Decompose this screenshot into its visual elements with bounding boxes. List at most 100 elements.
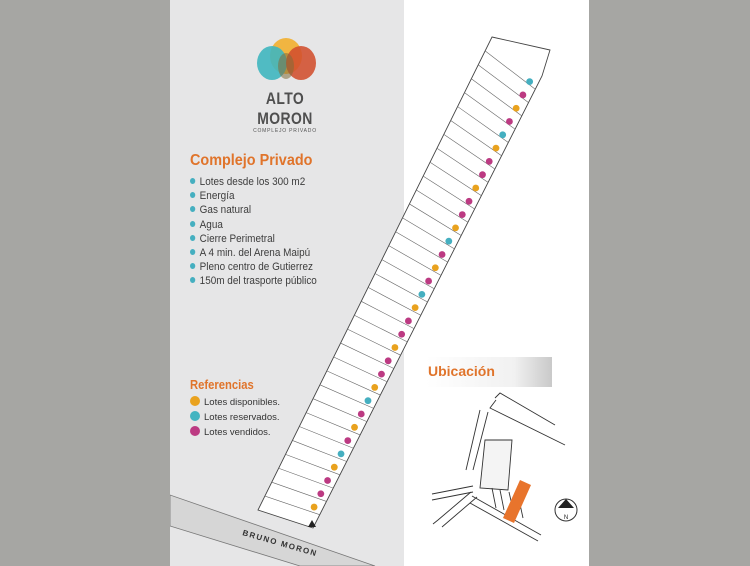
- bullet-dot-icon: [190, 277, 196, 284]
- feature-item: Energía: [190, 189, 317, 203]
- legend-swatch-icon: [190, 426, 200, 436]
- bullet-dot-icon: [190, 178, 196, 184]
- lot-marker: [465, 197, 473, 205]
- lot-marker: [324, 477, 331, 484]
- lot-marker: [499, 131, 507, 139]
- lot-marker: [317, 490, 325, 498]
- feature-label: 150m del trasporte público: [199, 275, 317, 288]
- legend-swatch-icon: [190, 411, 200, 421]
- lot-divider: [443, 134, 496, 170]
- lot-divider: [367, 287, 421, 316]
- highlighted-lot: [503, 480, 531, 523]
- lot-marker: [364, 397, 372, 405]
- legend-swatch-icon: [190, 396, 200, 406]
- lot-divider: [278, 467, 334, 489]
- legend-label: Lotes reservados.: [204, 412, 280, 423]
- lot-divider: [271, 481, 327, 502]
- lot-divider: [264, 495, 320, 515]
- legend-label: Lotes disponibles.: [204, 397, 281, 408]
- lot-divider: [361, 301, 415, 329]
- feature-label: A 4 min. del Arena Maipú: [199, 246, 311, 259]
- brand-name: ALTO MORON: [257, 89, 313, 128]
- logo-emblem-icon: [257, 38, 316, 80]
- lot-marker: [472, 184, 480, 192]
- legend-item: Lotes disponibles.: [190, 395, 280, 410]
- lot-divider: [340, 342, 394, 369]
- lot-marker: [404, 317, 412, 325]
- lot-marker: [330, 463, 338, 471]
- lot-divider: [312, 398, 367, 422]
- lot-divider: [402, 217, 455, 250]
- feature-label: Cierre Perimetral: [199, 232, 275, 245]
- lot-divider: [299, 426, 354, 449]
- feature-label: Lotes desde los 300 m2: [199, 176, 306, 188]
- lot-marker: [519, 91, 527, 99]
- feature-item: Cierre Perimetral: [190, 232, 317, 246]
- legend-section: Referencias Lotes disponibles.Lotes rese…: [190, 378, 280, 440]
- lot-marker: [357, 410, 365, 418]
- brochure-sheet: BRUNO MORON N: [170, 0, 589, 566]
- lot-marker: [425, 277, 433, 285]
- lot-marker: [398, 330, 406, 338]
- lot-marker: [438, 251, 446, 258]
- lot-divider: [326, 370, 381, 396]
- svg-text:N: N: [564, 515, 568, 521]
- lot-marker: [506, 118, 513, 125]
- feature-item: Pleno centro de Gutierrez: [190, 260, 317, 274]
- bullet-dot-icon: [190, 234, 196, 241]
- legend-items: Lotes disponibles. Lotes reservados. Lotes…: [190, 395, 280, 440]
- feature-label: Agua: [199, 218, 223, 231]
- lot-marker: [458, 211, 466, 218]
- legend-item: Lotes reservados.: [190, 410, 280, 425]
- bullet-dot-icon: [190, 206, 196, 213]
- lot-marker: [445, 237, 453, 245]
- lot-marker: [411, 304, 419, 312]
- lot-marker: [512, 104, 520, 112]
- feature-item: Gas natural: [190, 203, 317, 217]
- lot-divider: [306, 412, 361, 436]
- lot-marker: [492, 144, 500, 152]
- lot-marker: [452, 224, 459, 232]
- location-heading-box: Ubicación: [426, 357, 552, 387]
- lot-marker: [391, 344, 399, 351]
- lot-divider: [423, 175, 475, 210]
- lot-marker: [479, 171, 486, 179]
- lot-status-markers: [310, 78, 534, 511]
- lot-divider: [285, 454, 341, 476]
- feature-label: Energía: [199, 190, 235, 203]
- brand-logo: ALTO MORON COMPLEJO PRIVADO: [230, 36, 340, 134]
- feature-label: Pleno centro de Gutierrez: [199, 261, 313, 274]
- lot-divider: [292, 440, 347, 462]
- lot-divider: [388, 245, 442, 276]
- brand-tagline: COMPLEJO PRIVADO: [253, 128, 317, 134]
- lot-plan-svg: BRUNO MORON N: [170, 36, 578, 566]
- lot-marker: [431, 264, 439, 272]
- north-compass: N: [554, 498, 578, 522]
- lot-divider: [416, 189, 469, 223]
- lot-marker: [351, 423, 358, 431]
- feature-item: Lotes desde los 300 m2: [190, 175, 317, 189]
- bullet-dot-icon: [190, 248, 196, 255]
- entrance-marker: [308, 520, 316, 527]
- feature-item: Agua: [190, 218, 317, 232]
- lot-marker: [337, 450, 345, 458]
- bullet-dot-icon: [190, 220, 196, 227]
- lot-divider: [333, 356, 388, 383]
- lot-divider: [429, 161, 482, 196]
- location-map: [431, 392, 566, 542]
- lot-marker: [418, 290, 426, 298]
- lot-marker: [378, 370, 385, 378]
- lot-marker: [526, 78, 534, 86]
- bullet-dot-icon: [190, 192, 196, 199]
- legend-label: Lotes vendidos.: [204, 427, 271, 438]
- feature-item: A 4 min. del Arena Maipú: [190, 246, 317, 260]
- location-title: Ubicación: [428, 363, 495, 379]
- lot-divider: [319, 384, 374, 409]
- lot-divider: [409, 203, 462, 236]
- lot-divider: [395, 231, 448, 263]
- lot-marker: [344, 437, 352, 444]
- legend-item: Lotes vendidos.: [190, 425, 280, 440]
- feature-item: 150m del trasporte público: [190, 274, 317, 288]
